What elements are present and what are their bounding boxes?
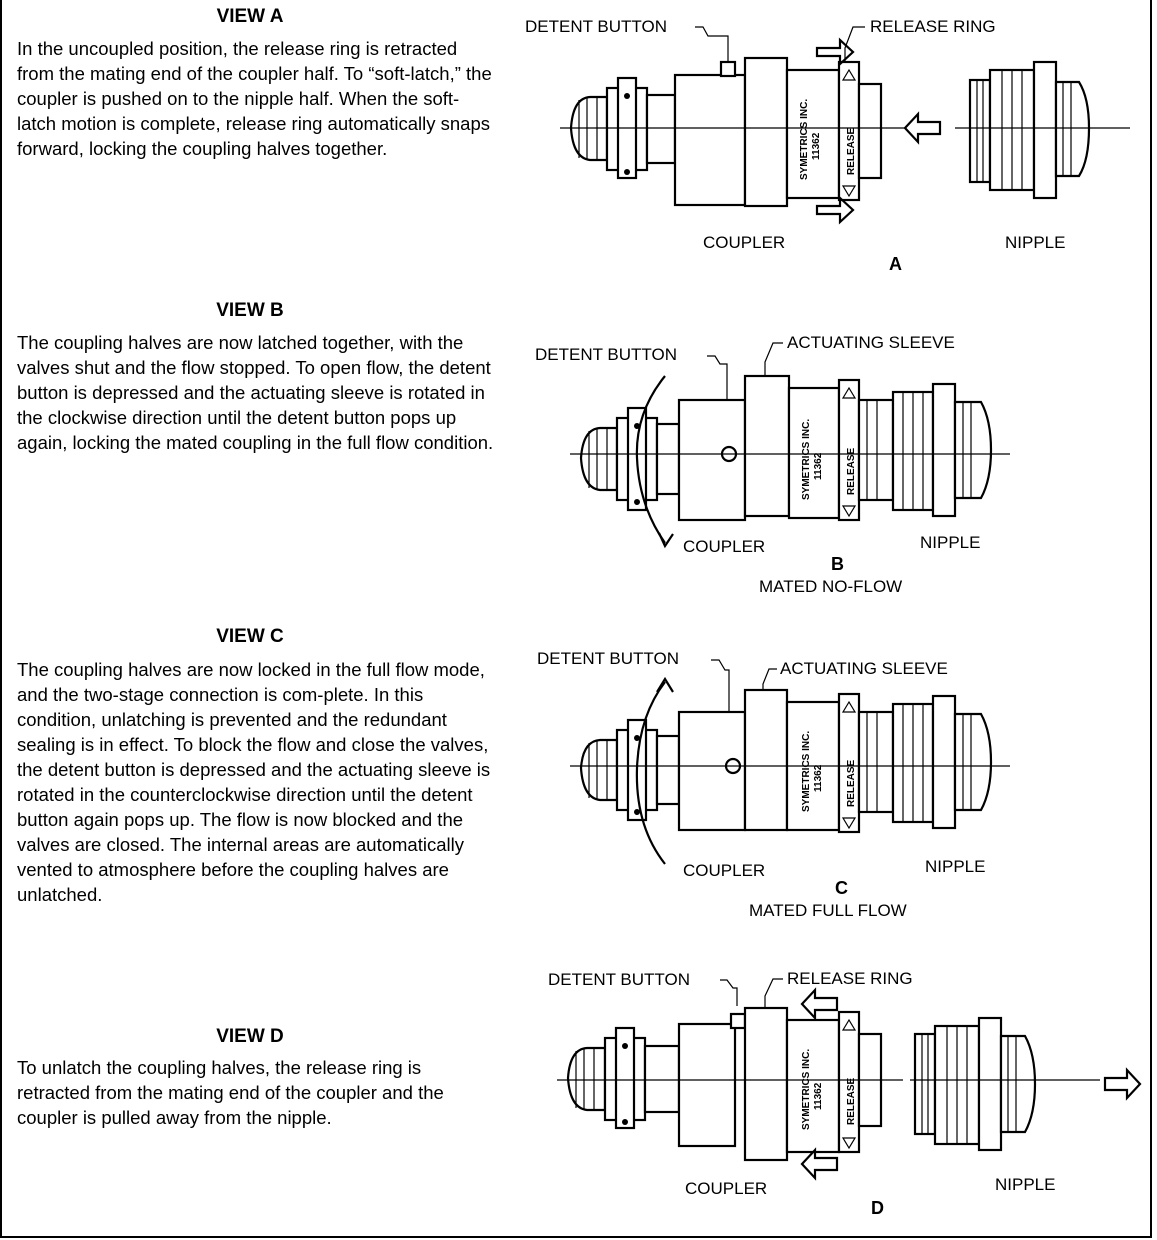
coupler-label: COUPLER — [683, 537, 765, 556]
nipple-label: NIPPLE — [1005, 233, 1065, 252]
marking-brand: SYMETRICS INC. — [801, 731, 812, 812]
view-c-description: The coupling halves are now locked in th… — [17, 659, 491, 905]
marking-release: RELEASE — [846, 759, 857, 807]
callout-detent-button: DETENT BUTTON — [537, 649, 679, 668]
callout-release-ring: RELEASE RING — [870, 17, 996, 36]
view-b-title: VIEW B — [216, 300, 284, 321]
nipple-label: NIPPLE — [925, 857, 985, 876]
callout-actuating-sleeve: ACTUATING SLEEVE — [780, 659, 948, 678]
marking-brand: SYMETRICS INC. — [801, 1049, 812, 1130]
figure-letter: A — [889, 254, 902, 274]
marking-part-number: 11362 — [811, 132, 822, 160]
coupler-label: COUPLER — [683, 861, 765, 880]
figure-caption: MATED FULL FLOW — [749, 901, 907, 920]
figure-caption: MATED NO-FLOW — [759, 577, 902, 596]
view-c-figure: DETENT BUTTON ACTUATING SLEEVE SYMETRICS… — [515, 636, 1155, 926]
view-d-title: VIEW D — [216, 1026, 284, 1047]
coupler-label: COUPLER — [703, 233, 785, 252]
callout-actuating-sleeve: ACTUATING SLEEVE — [787, 333, 955, 352]
view-a-description: In the uncoupled position, the release r… — [17, 38, 492, 159]
view-b-description: The coupling halves are now latched toge… — [17, 332, 494, 453]
view-a-title: VIEW A — [216, 6, 284, 27]
marking-release: RELEASE — [846, 447, 857, 495]
figure-letter: C — [835, 878, 848, 898]
coupler-label: COUPLER — [685, 1179, 767, 1198]
marking-release: RELEASE — [846, 1077, 857, 1125]
callout-detent-button: DETENT BUTTON — [525, 17, 667, 36]
callout-detent-button: DETENT BUTTON — [548, 970, 690, 989]
view-b-figure: DETENT BUTTON ACTUATING SLEEVE SYMETRICS… — [515, 318, 1155, 608]
view-d-figure: DETENT BUTTON RELEASE RING SYMETRICS INC… — [515, 958, 1155, 1238]
marking-part-number: 11362 — [813, 452, 824, 480]
figure-letter: B — [831, 554, 844, 574]
marking-brand: SYMETRICS INC. — [799, 99, 810, 180]
nipple-label: NIPPLE — [920, 533, 980, 552]
callout-release-ring: RELEASE RING — [787, 969, 913, 988]
callout-detent-button: DETENT BUTTON — [535, 345, 677, 364]
view-a-figure: DETENT BUTTON RELEASE RING SYMETRICS INC… — [515, 0, 1155, 280]
marking-brand: SYMETRICS INC. — [801, 419, 812, 500]
marking-part-number: 11362 — [813, 1082, 824, 1110]
figure-letter: D — [871, 1198, 884, 1218]
marking-release: RELEASE — [846, 127, 857, 175]
view-c-title: VIEW C — [216, 626, 284, 647]
nipple-label: NIPPLE — [995, 1175, 1055, 1194]
view-d-description: To unlatch the coupling halves, the rele… — [17, 1057, 444, 1128]
marking-part-number: 11362 — [813, 764, 824, 792]
